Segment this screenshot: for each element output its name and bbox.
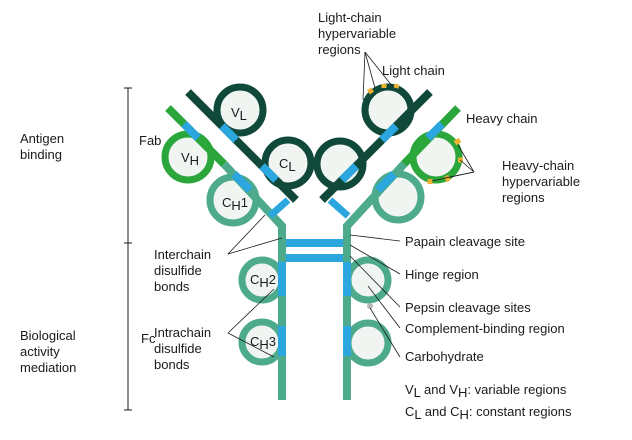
cl-label: CL xyxy=(279,156,296,174)
vh-label: VH xyxy=(181,150,199,168)
vh-domain-right xyxy=(409,130,463,184)
carbohydrate-dot xyxy=(367,303,373,309)
leader-lines xyxy=(227,51,475,358)
ch3-label: CH3 xyxy=(250,334,276,352)
left-chains xyxy=(165,89,299,400)
fab-fc-bracket xyxy=(124,87,132,411)
ch3-domain-right xyxy=(344,319,392,367)
ch2-label: CH2 xyxy=(250,272,276,290)
carbohydrate-label: Carbohydrate xyxy=(405,349,484,364)
papain-label: Papain cleavage site xyxy=(405,234,525,249)
legend-constant: CL and CH: constant regions xyxy=(405,404,572,422)
complement-label: Complement-binding region xyxy=(405,321,565,336)
cl-domain-left xyxy=(261,136,315,190)
legend-variable: VL and VH: variable regions xyxy=(405,382,567,400)
vl-label: VL xyxy=(231,105,247,123)
fc-label: Fc xyxy=(141,331,156,346)
right-chains xyxy=(319,89,461,400)
vl-domain-left xyxy=(213,83,267,137)
fab-label: Fab xyxy=(139,133,161,148)
pepsin-label: Pepsin cleavage sites xyxy=(405,300,531,315)
vh-domain-left xyxy=(161,130,215,184)
ch1-label: CH1 xyxy=(222,195,248,213)
vl-domain-right xyxy=(361,83,415,137)
hinge-label: Hinge region xyxy=(405,267,479,282)
interchain-disulfide-bonds xyxy=(286,239,343,262)
light-chain-label: Light chain xyxy=(382,63,445,78)
heavy-chain-label: Heavy chain xyxy=(466,111,538,126)
ch2-domain-right xyxy=(344,256,392,304)
